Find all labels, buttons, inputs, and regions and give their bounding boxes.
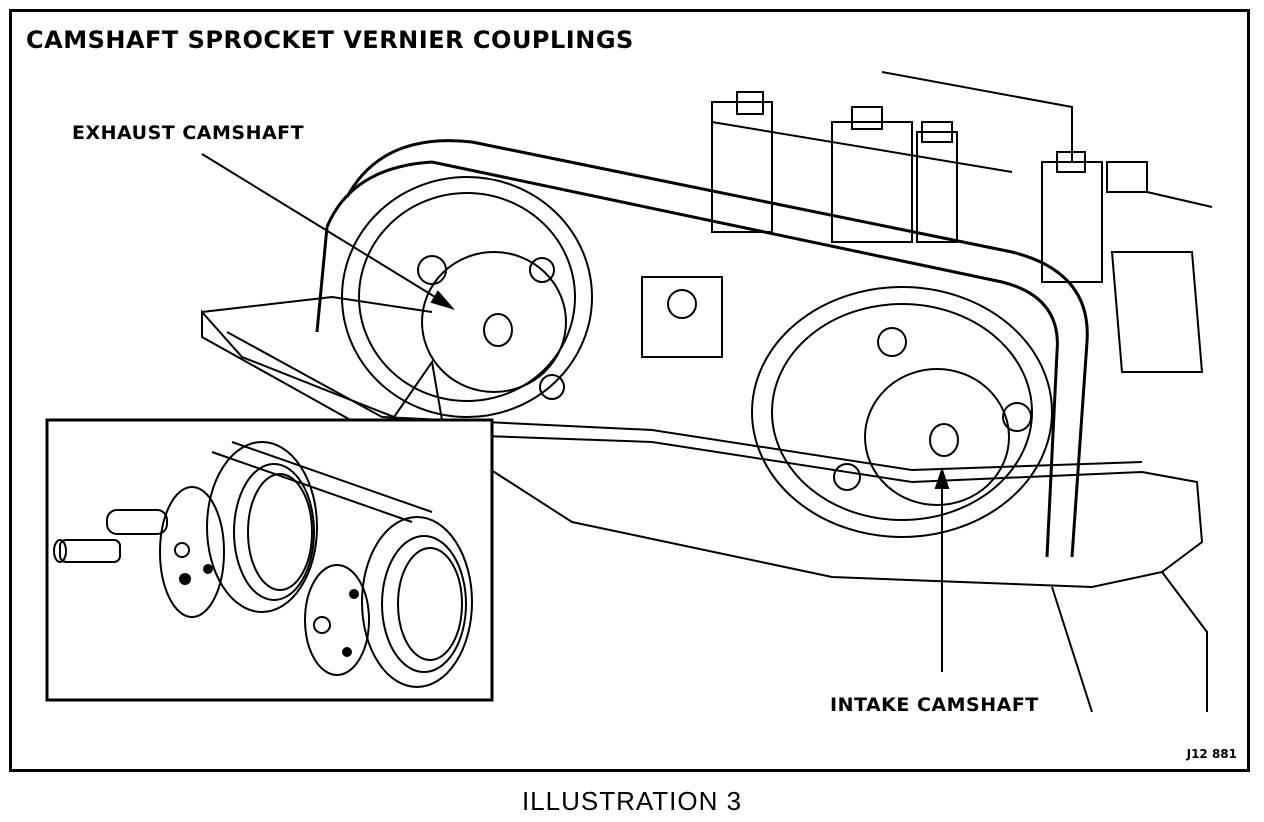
exhaust-leader: [201, 153, 456, 310]
callout-lines: [391, 359, 443, 421]
engine-illustration: [45, 71, 1213, 713]
cam-cap-bolts: [711, 71, 1213, 283]
figure-id: J12 881: [1186, 747, 1237, 761]
intake-camshaft-label: INTAKE CAMSHAFT: [830, 694, 1039, 716]
inset-exploded-view: [45, 418, 494, 702]
illustration-caption: ILLUSTRATION 3: [521, 786, 743, 816]
diagram-frame: CAMSHAFT SPROCKET VERNIER COUPLINGS: [9, 9, 1250, 772]
intake-sprocket: [751, 286, 1053, 538]
chain-tensioner: [641, 251, 1204, 373]
exhaust-camshaft-label: EXHAUST CAMSHAFT: [72, 122, 305, 144]
intake-leader: [934, 466, 950, 672]
diagram-title: CAMSHAFT SPROCKET VERNIER COUPLINGS: [26, 26, 634, 54]
timing-chain: [315, 139, 1089, 558]
exhaust-sprocket: [341, 176, 593, 418]
